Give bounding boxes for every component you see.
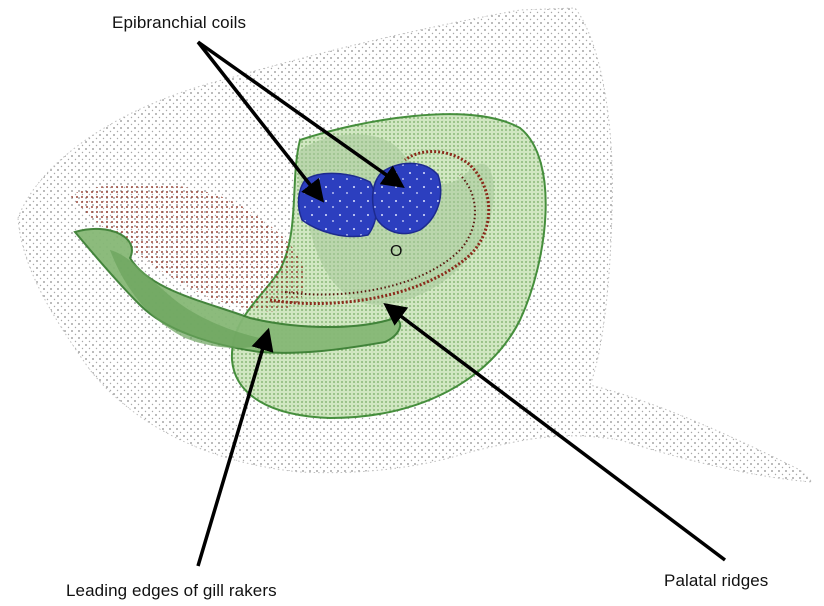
label-epibranchial-coils: Epibranchial coils bbox=[112, 13, 246, 33]
label-gill-rakers: Leading edges of gill rakers bbox=[66, 581, 277, 601]
label-palatal-ridges: Palatal ridges bbox=[664, 571, 768, 591]
label-marker-o: O bbox=[390, 243, 403, 261]
